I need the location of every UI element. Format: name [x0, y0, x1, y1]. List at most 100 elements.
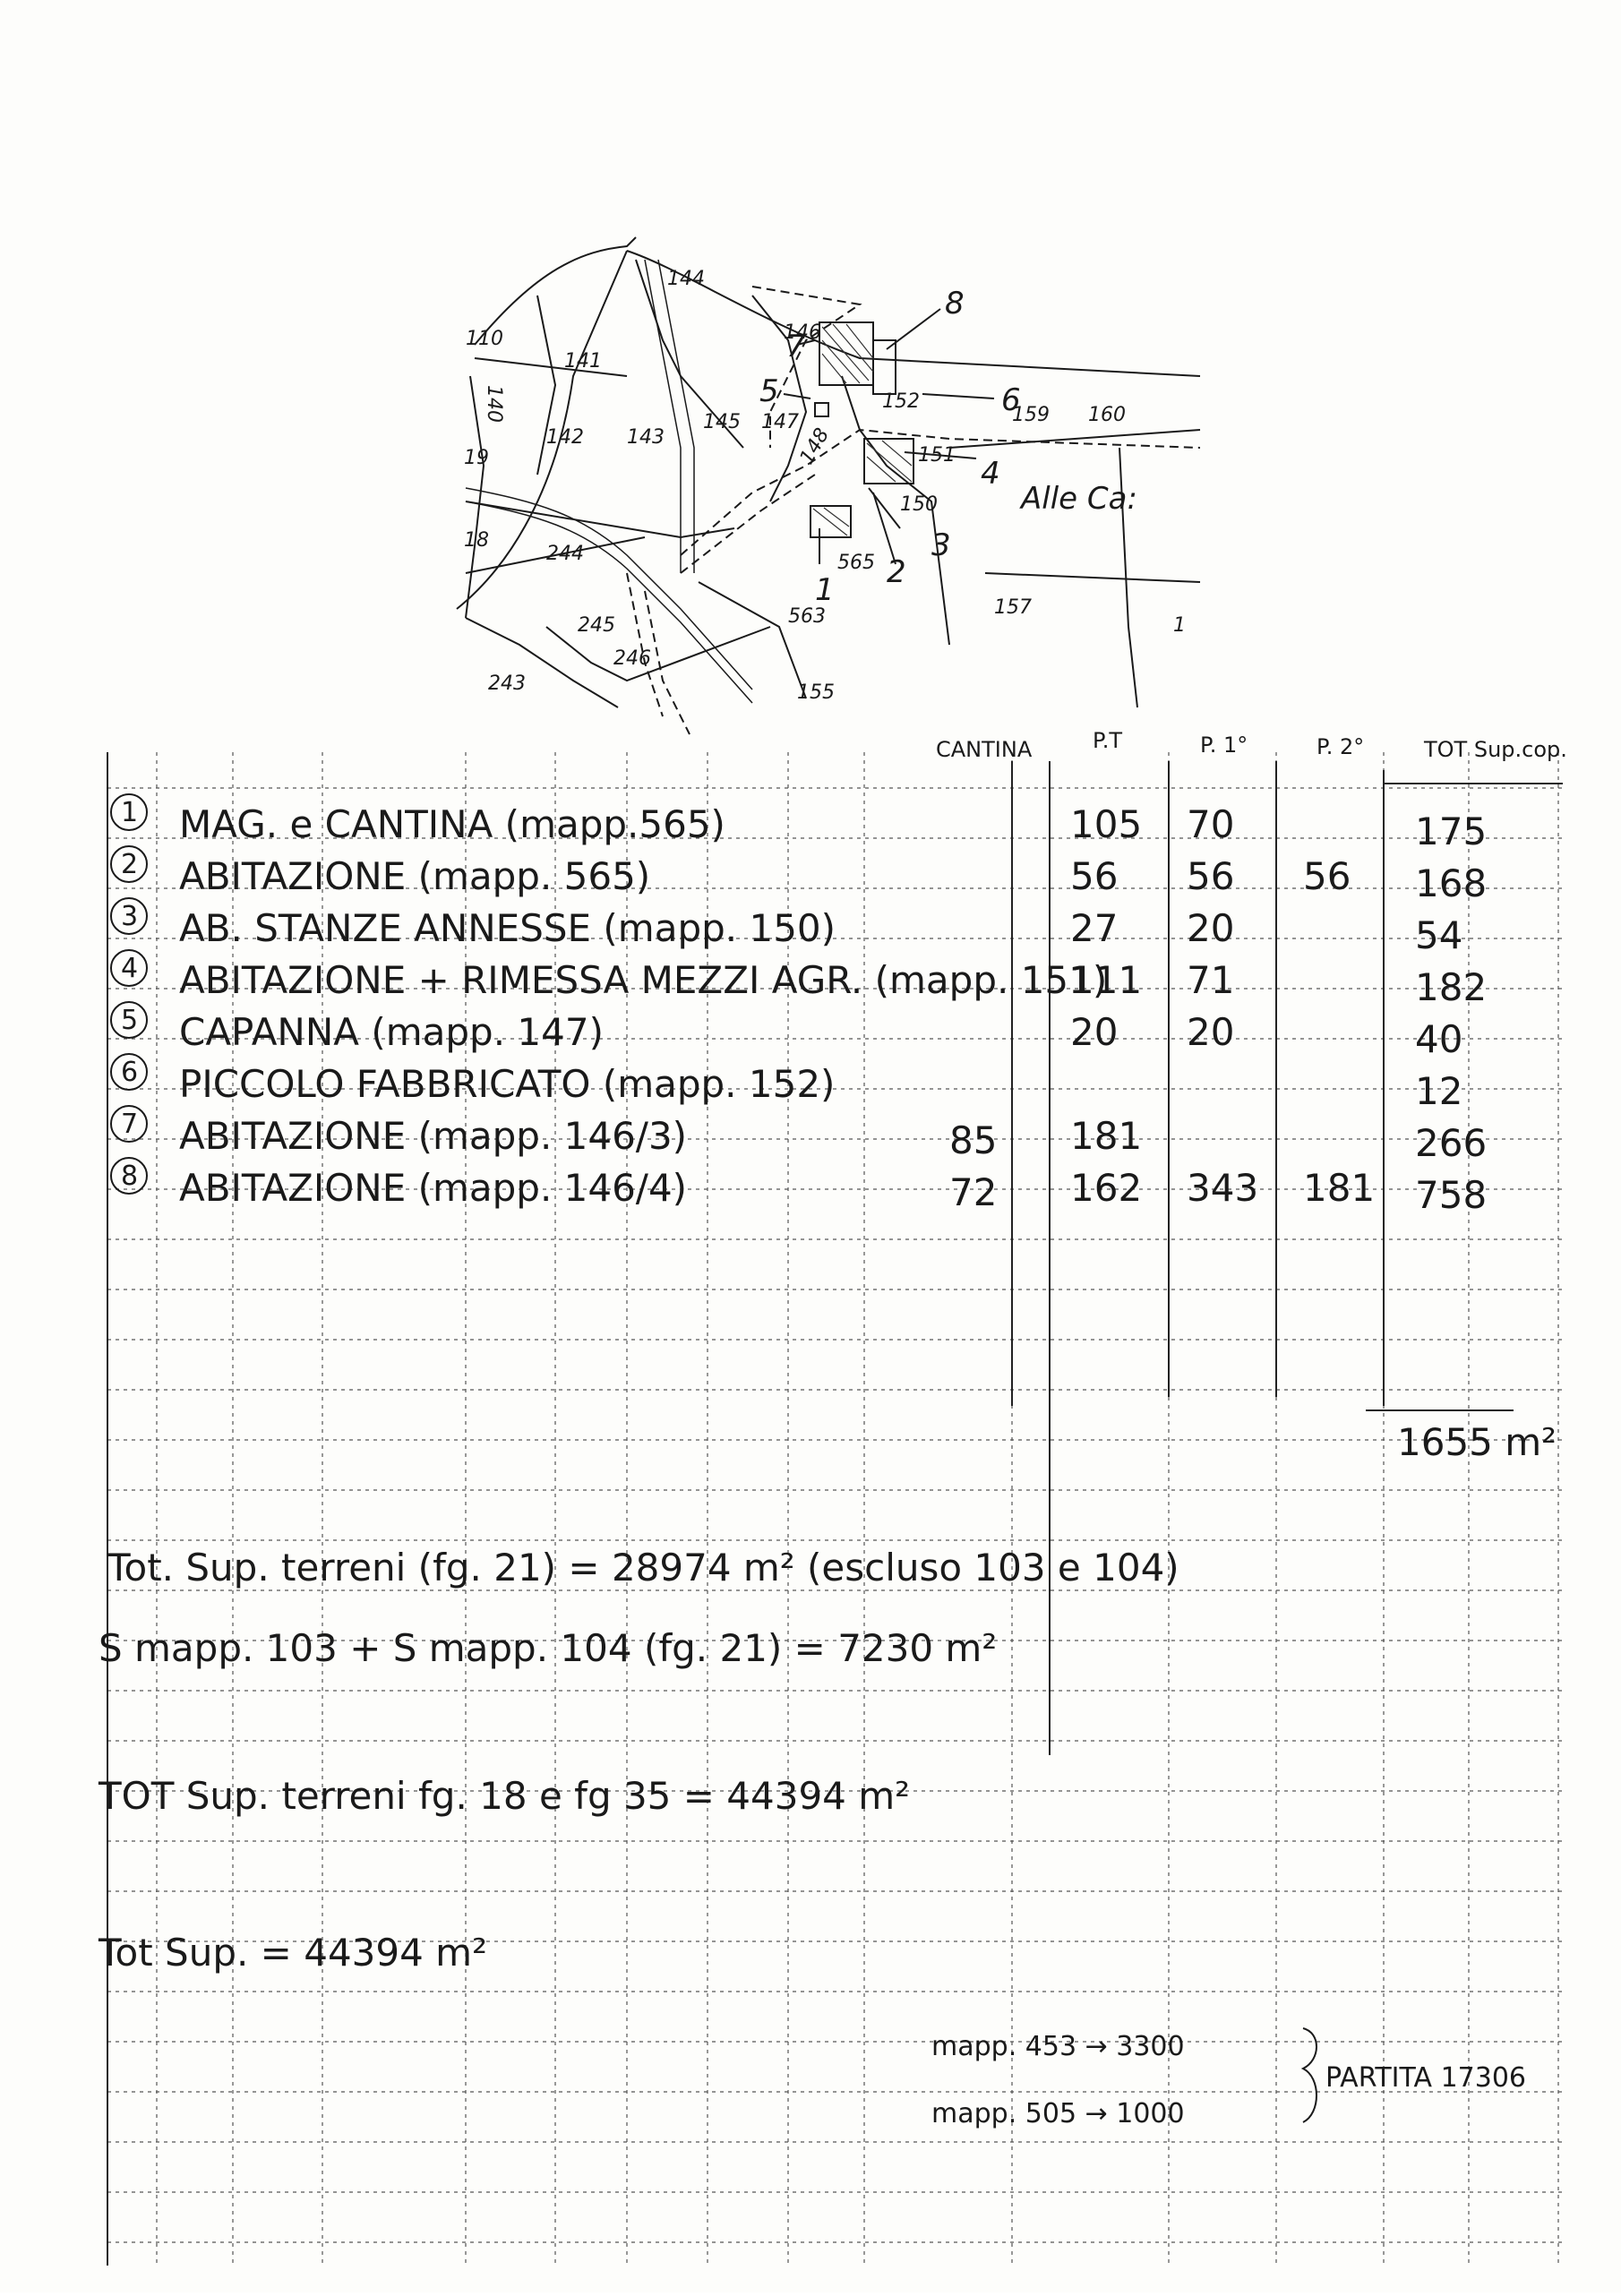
svg-text:18: 18: [464, 529, 489, 552]
svg-text:152: 152: [882, 390, 920, 413]
row-p1: 343: [1187, 1166, 1258, 1210]
row-number: 7: [121, 1109, 138, 1140]
svg-text:140: 140: [483, 385, 505, 423]
row-total: 175: [1415, 810, 1487, 853]
header-tot: TOT Sup.cop.: [1423, 737, 1567, 762]
row-description: ABITAZIONE (mapp. 146/3): [179, 1114, 687, 1158]
row-number-circle: [110, 1105, 148, 1143]
svg-text:142: 142: [546, 426, 584, 449]
row-description: MAG. e CANTINA (mapp.565): [179, 802, 725, 846]
row-total: 266: [1415, 1121, 1487, 1165]
row-pt: 56: [1070, 854, 1118, 898]
row-number-circle: [110, 949, 148, 987]
row-total: 168: [1415, 861, 1487, 905]
svg-text:148: 148: [796, 424, 835, 468]
row-number-circle: [110, 1001, 148, 1039]
row-number-circle: [110, 845, 148, 883]
table-row: 4 ABITAZIONE + RIMESSA MEZZI AGR. (mapp. …: [110, 949, 1487, 1009]
row-description: ABITAZIONE + RIMESSA MEZZI AGR. (mapp. 1…: [179, 958, 1107, 1002]
cadastral-map: [456, 236, 1201, 735]
row-total: 12: [1415, 1069, 1462, 1113]
svg-text:110: 110: [466, 328, 503, 350]
svg-text:8: 8: [945, 286, 965, 321]
row-number: 5: [121, 1005, 138, 1036]
row-pt: 20: [1070, 1010, 1118, 1054]
table-row: 6 PICCOLO FABBRICATO (mapp. 152) 12: [110, 1053, 1462, 1113]
svg-text:245: 245: [578, 614, 615, 637]
row-pt: 162: [1070, 1166, 1142, 1210]
row-description: ABITAZIONE (mapp. 565): [179, 854, 650, 898]
svg-text:147: 147: [761, 411, 799, 433]
mapp-line-2: mapp. 505 → 1000: [931, 2098, 1185, 2129]
row-number-circle: [110, 897, 148, 935]
svg-text:145: 145: [703, 411, 741, 433]
row-cantina: 85: [949, 1118, 997, 1162]
note-line-4: Tot Sup. = 44394 m²: [98, 1931, 487, 1975]
row-description: PICCOLO FABBRICATO (mapp. 152): [179, 1062, 835, 1106]
mapp-line-1: mapp. 453 → 3300: [931, 2031, 1185, 2062]
svg-text:19: 19: [464, 447, 489, 469]
notes: Tot. Sup. terreni (fg. 21) = 28974 m² (e…: [98, 1546, 1526, 2129]
row-p1: 20: [1187, 1010, 1234, 1054]
svg-text:5: 5: [759, 373, 779, 409]
row-number: 1: [121, 797, 138, 828]
svg-text:243: 243: [488, 673, 526, 695]
svg-text:4: 4: [981, 456, 1000, 492]
svg-text:1: 1: [1173, 614, 1186, 637]
svg-text:150: 150: [900, 493, 938, 516]
row-pt: 27: [1070, 906, 1118, 950]
row-number-circle: [110, 793, 148, 831]
svg-text:565: 565: [837, 552, 875, 574]
table-total: 1655 m²: [1397, 1420, 1557, 1464]
row-number: 6: [121, 1057, 138, 1088]
svg-text:151: 151: [918, 444, 956, 467]
row-cantina: 72: [949, 1170, 997, 1214]
note-line-1: Tot. Sup. terreni (fg. 21) = 28974 m² (e…: [107, 1546, 1179, 1589]
row-number-circle: [110, 1053, 148, 1091]
row-p1: 70: [1187, 802, 1234, 846]
svg-text:160: 160: [1088, 404, 1126, 426]
svg-text:146: 146: [784, 321, 821, 344]
svg-text:Alle Ca:: Alle Ca:: [1019, 481, 1137, 517]
row-total: 758: [1415, 1173, 1487, 1217]
row-p2: 181: [1303, 1166, 1375, 1210]
row-pt: 181: [1070, 1114, 1142, 1158]
row-number: 4: [121, 953, 138, 984]
row-p2: 56: [1303, 854, 1351, 898]
row-number-circle: [110, 1157, 148, 1195]
row-pt: 105: [1070, 802, 1142, 846]
svg-text:2: 2: [887, 554, 906, 590]
row-total: 40: [1415, 1017, 1462, 1061]
svg-text:155: 155: [797, 681, 835, 704]
note-line-3: TOT Sup. terreni fg. 18 e fg 35 = 44394 …: [98, 1774, 910, 1818]
table-header: CANTINA P.T P. 1° P. 2° TOT Sup.cop.: [936, 728, 1567, 762]
header-pt: P.T: [1093, 728, 1122, 753]
svg-text:159: 159: [1012, 404, 1050, 426]
row-number: 2: [121, 849, 138, 880]
svg-text:141: 141: [564, 350, 602, 373]
table-row: 5 CAPANNA (mapp. 147) 20 20 40: [110, 1001, 1462, 1061]
row-description: CAPANNA (mapp. 147): [179, 1010, 604, 1054]
map-labels: 144 146 141 110 140 142 143 145 147 148 …: [464, 268, 1186, 704]
svg-text:143: 143: [627, 426, 665, 449]
row-description: ABITAZIONE (mapp. 146/4): [179, 1166, 687, 1210]
table-row: 7 ABITAZIONE (mapp. 146/3) 85 181 266: [110, 1105, 1487, 1165]
row-p1: 20: [1187, 906, 1234, 950]
row-number: 3: [121, 901, 138, 932]
partita-label: PARTITA 17306: [1325, 2062, 1526, 2094]
svg-text:157: 157: [994, 596, 1032, 619]
svg-text:246: 246: [613, 647, 651, 670]
map-hatching: [812, 323, 913, 536]
svg-text:6: 6: [1001, 382, 1021, 418]
row-description: AB. STANZE ANNESSE (mapp. 150): [179, 906, 836, 950]
table-dividers: [107, 752, 1563, 2266]
row-p1: 71: [1187, 958, 1234, 1002]
note-line-2: S mapp. 103 + S mapp. 104 (fg. 21) = 723…: [99, 1626, 997, 1670]
svg-text:563: 563: [788, 605, 826, 628]
svg-text:244: 244: [546, 543, 584, 565]
header-cantina: CANTINA: [936, 737, 1033, 762]
